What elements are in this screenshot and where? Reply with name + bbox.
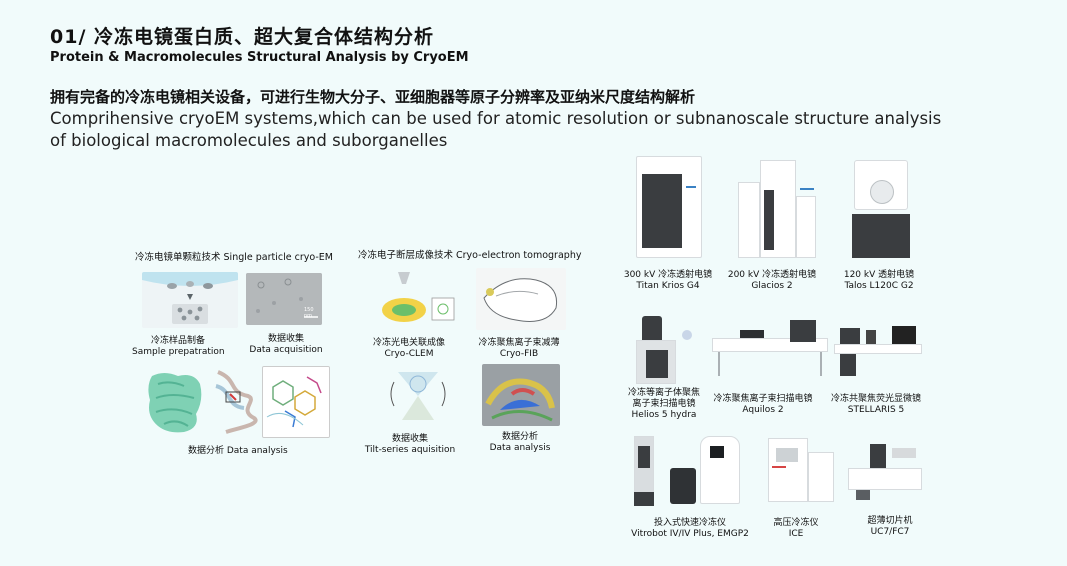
ice-image — [768, 438, 834, 502]
tomogram-image — [482, 364, 560, 426]
stellaris-image — [834, 322, 922, 376]
glacios-image — [738, 160, 816, 258]
page-title-en: Protein & Macromolecules Structural Anal… — [50, 50, 469, 65]
page-title: 01/ 冷冻电镜蛋白质、超大复合体结构分析 — [50, 26, 434, 48]
ribbon-model-image — [208, 366, 266, 436]
spa-title: 冷冻电镜单颗粒技术 Single particle cryo-EM — [135, 252, 333, 263]
sample-prep-image — [142, 272, 238, 328]
intro-en: Comprihensive cryoEM systems,which can b… — [50, 109, 942, 150]
spa-analysis-caption: 数据分析 Data analysis — [188, 446, 288, 456]
micrograph-image: 150 nm — [246, 273, 322, 325]
titan-krios-image — [636, 156, 702, 258]
talos-image — [852, 160, 910, 258]
scale-bar-label: 150 nm — [304, 307, 314, 319]
clem-image — [376, 270, 458, 330]
cet-title: 冷冻电子断层成像技术 Cryo-electron tomography — [358, 250, 582, 261]
intro-cn: 拥有完备的冷冻电镜相关设备，可进行生物大分子、亚细胞器等原子分辨率及亚纳米尺度结… — [50, 88, 696, 106]
ultramicrotome-image — [848, 438, 922, 500]
aquilos-image — [712, 318, 828, 376]
fib-image — [476, 268, 566, 330]
tilt-series-image — [384, 366, 452, 424]
helios-image — [632, 310, 698, 384]
vitrobot-image — [630, 436, 742, 508]
atomic-model-image — [262, 366, 330, 438]
density-map-image — [144, 368, 206, 436]
